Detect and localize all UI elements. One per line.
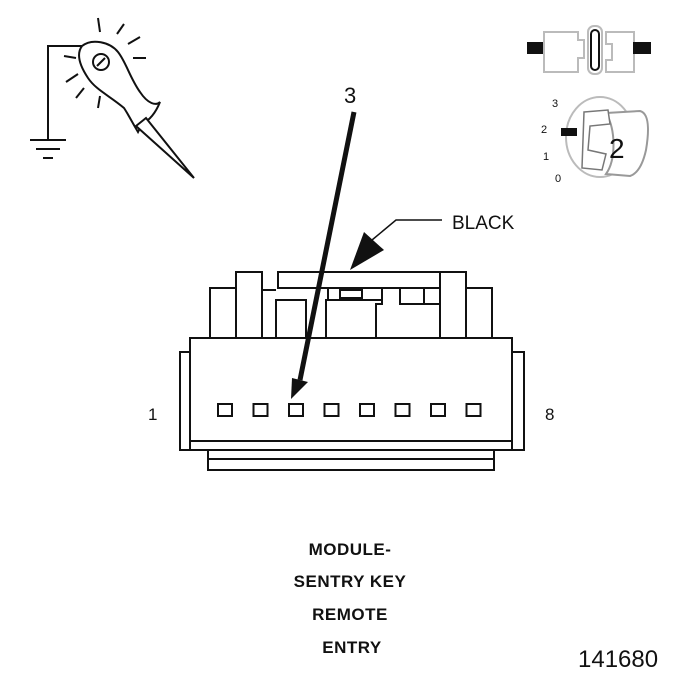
callout-arrow [291,111,357,399]
cavity-2 [252,403,269,417]
pin-label-first: 1 [148,405,157,424]
wire-color-leader [350,219,442,270]
module-title-line-1: MODULE- [309,540,392,559]
ignition-position-1: 1 [543,151,549,163]
test-light-icon [47,17,195,179]
cavity-1 [217,403,233,417]
pin-label-last: 8 [545,405,554,424]
cavity-5 [359,403,375,417]
ground-icon [30,139,66,159]
cavity-8 [465,403,482,417]
connector-disconnect-icon [527,25,651,75]
callout-number: 3 [344,83,356,108]
module-title-line-3: REMOTE [312,605,388,624]
figure-id: 141680 [578,646,658,673]
ignition-position-3: 3 [552,98,558,110]
cavity-3 [288,403,304,417]
cavity-6 [394,403,411,417]
ignition-switch-icon [561,96,649,178]
ignition-key-position: 2 [609,133,625,164]
connector-cavities [217,403,482,417]
wire-color-label: BLACK [452,213,515,234]
cavity-7 [430,403,446,417]
ignition-position-2: 2 [541,124,547,136]
module-title-line-4: ENTRY [322,638,382,657]
cavity-4 [323,403,340,417]
ignition-position-0: 0 [555,173,561,185]
module-title-line-2: SENTRY KEY [294,572,407,591]
connector-body [179,271,525,471]
